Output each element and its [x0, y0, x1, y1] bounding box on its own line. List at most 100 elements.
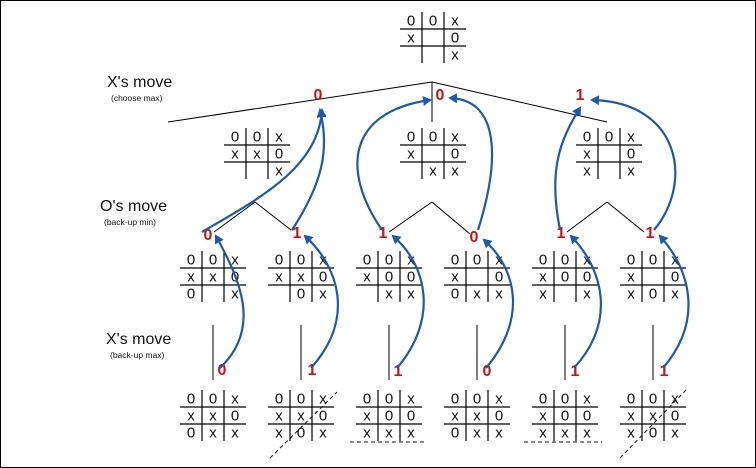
board-cell: 0 — [231, 129, 239, 146]
level2-label: O's move (back-up min) — [100, 198, 167, 227]
board-cell: 0 — [561, 252, 569, 269]
level3-value: 0 — [483, 363, 492, 380]
backup-arrow — [391, 234, 425, 369]
board-cell: x — [319, 391, 327, 408]
board-cell: x — [473, 408, 481, 425]
level1-label-sub: (choose max) — [111, 93, 163, 103]
board-cell: 0 — [605, 129, 613, 146]
board-cell: 0 — [583, 408, 591, 425]
board-cell: x — [671, 286, 679, 303]
board-cell: x — [539, 269, 547, 286]
board-cell: x — [253, 146, 261, 163]
tree-edge — [566, 201, 608, 233]
board-cell: 0 — [649, 391, 657, 408]
win-line — [619, 387, 689, 459]
level1-value: 1 — [576, 87, 585, 104]
board-cell: x — [319, 425, 327, 442]
board-cell: x — [407, 391, 415, 408]
board-cell: x — [451, 47, 459, 64]
tree-edge — [388, 201, 433, 233]
board-cell: x — [231, 146, 239, 163]
board-cell: 0 — [209, 252, 217, 269]
backup-arrow — [201, 108, 327, 233]
board-cell: x — [583, 163, 591, 180]
board-cell: 0 — [451, 286, 459, 303]
board-cell: x — [407, 146, 415, 163]
board-cell: x — [385, 286, 393, 303]
board-cell: 0 — [231, 408, 239, 425]
backup-arrow — [590, 95, 677, 231]
backup-arrow — [482, 238, 515, 369]
board-cell: x — [187, 408, 195, 425]
board-cell: 0 — [275, 146, 283, 163]
tree-edge — [431, 201, 471, 235]
level3-value: 1 — [394, 363, 403, 380]
board-cell: 0 — [297, 391, 305, 408]
win-line — [269, 391, 338, 459]
board-cell: x — [583, 286, 591, 303]
board-cell: x — [319, 286, 327, 303]
board-cell: 0 — [407, 13, 415, 30]
board-cell: x — [363, 408, 371, 425]
board-cell: x — [539, 408, 547, 425]
board-cell: 0 — [495, 408, 503, 425]
board-cell: 0 — [297, 425, 305, 442]
board-cell: x — [275, 163, 283, 180]
board-cell: x — [275, 408, 283, 425]
board-cell: x — [275, 129, 283, 146]
board-cell: x — [451, 163, 459, 180]
board-cell: 0 — [671, 269, 679, 286]
board-cell: 0 — [297, 252, 305, 269]
board-cell: 0 — [583, 129, 591, 146]
backup-arrow — [569, 234, 602, 369]
board-cell: 0 — [451, 391, 459, 408]
board-cell: 0 — [627, 146, 635, 163]
board-cell: 0 — [473, 252, 481, 269]
board-cell: 0 — [451, 425, 459, 442]
root-edge — [167, 81, 433, 123]
board-cell: 0 — [385, 252, 393, 269]
board-cell: x — [231, 252, 239, 269]
board-cell: x — [451, 269, 459, 286]
level3-value: 1 — [571, 363, 580, 380]
board-cell: 0 — [187, 252, 195, 269]
level3-value: 1 — [308, 362, 317, 379]
board-cell: 0 — [451, 30, 459, 47]
board-cell: x — [231, 391, 239, 408]
board-cell: x — [407, 30, 415, 47]
level2-value: 0 — [204, 227, 213, 244]
board-cell: 0 — [451, 252, 459, 269]
board-cell: x — [429, 163, 437, 180]
board-cell: x — [297, 408, 305, 425]
board-cell: x — [231, 425, 239, 442]
level3-label-sub: (back-up max) — [110, 350, 165, 360]
backup-arrow — [658, 234, 690, 369]
board-cell: 0 — [253, 129, 261, 146]
board-cell: x — [627, 163, 635, 180]
backup-arrow — [214, 234, 245, 369]
board-cell: 0 — [385, 408, 393, 425]
board-cell: 0 — [671, 408, 679, 425]
board-cell: 0 — [407, 129, 415, 146]
board-cell: x — [583, 146, 591, 163]
level2-value: 1 — [557, 225, 566, 242]
level1-label-title: X's move — [107, 74, 173, 91]
board-cell: x — [495, 286, 503, 303]
board-cell: 0 — [275, 391, 283, 408]
board-cell: x — [495, 252, 503, 269]
level2-value: 0 — [470, 229, 479, 246]
level2-value: 1 — [293, 225, 302, 242]
board-cell: 0 — [451, 146, 459, 163]
tree-edge — [254, 201, 292, 231]
board-cell: x — [363, 269, 371, 286]
board-cell: 0 — [539, 252, 547, 269]
board-cell: 0 — [363, 391, 371, 408]
